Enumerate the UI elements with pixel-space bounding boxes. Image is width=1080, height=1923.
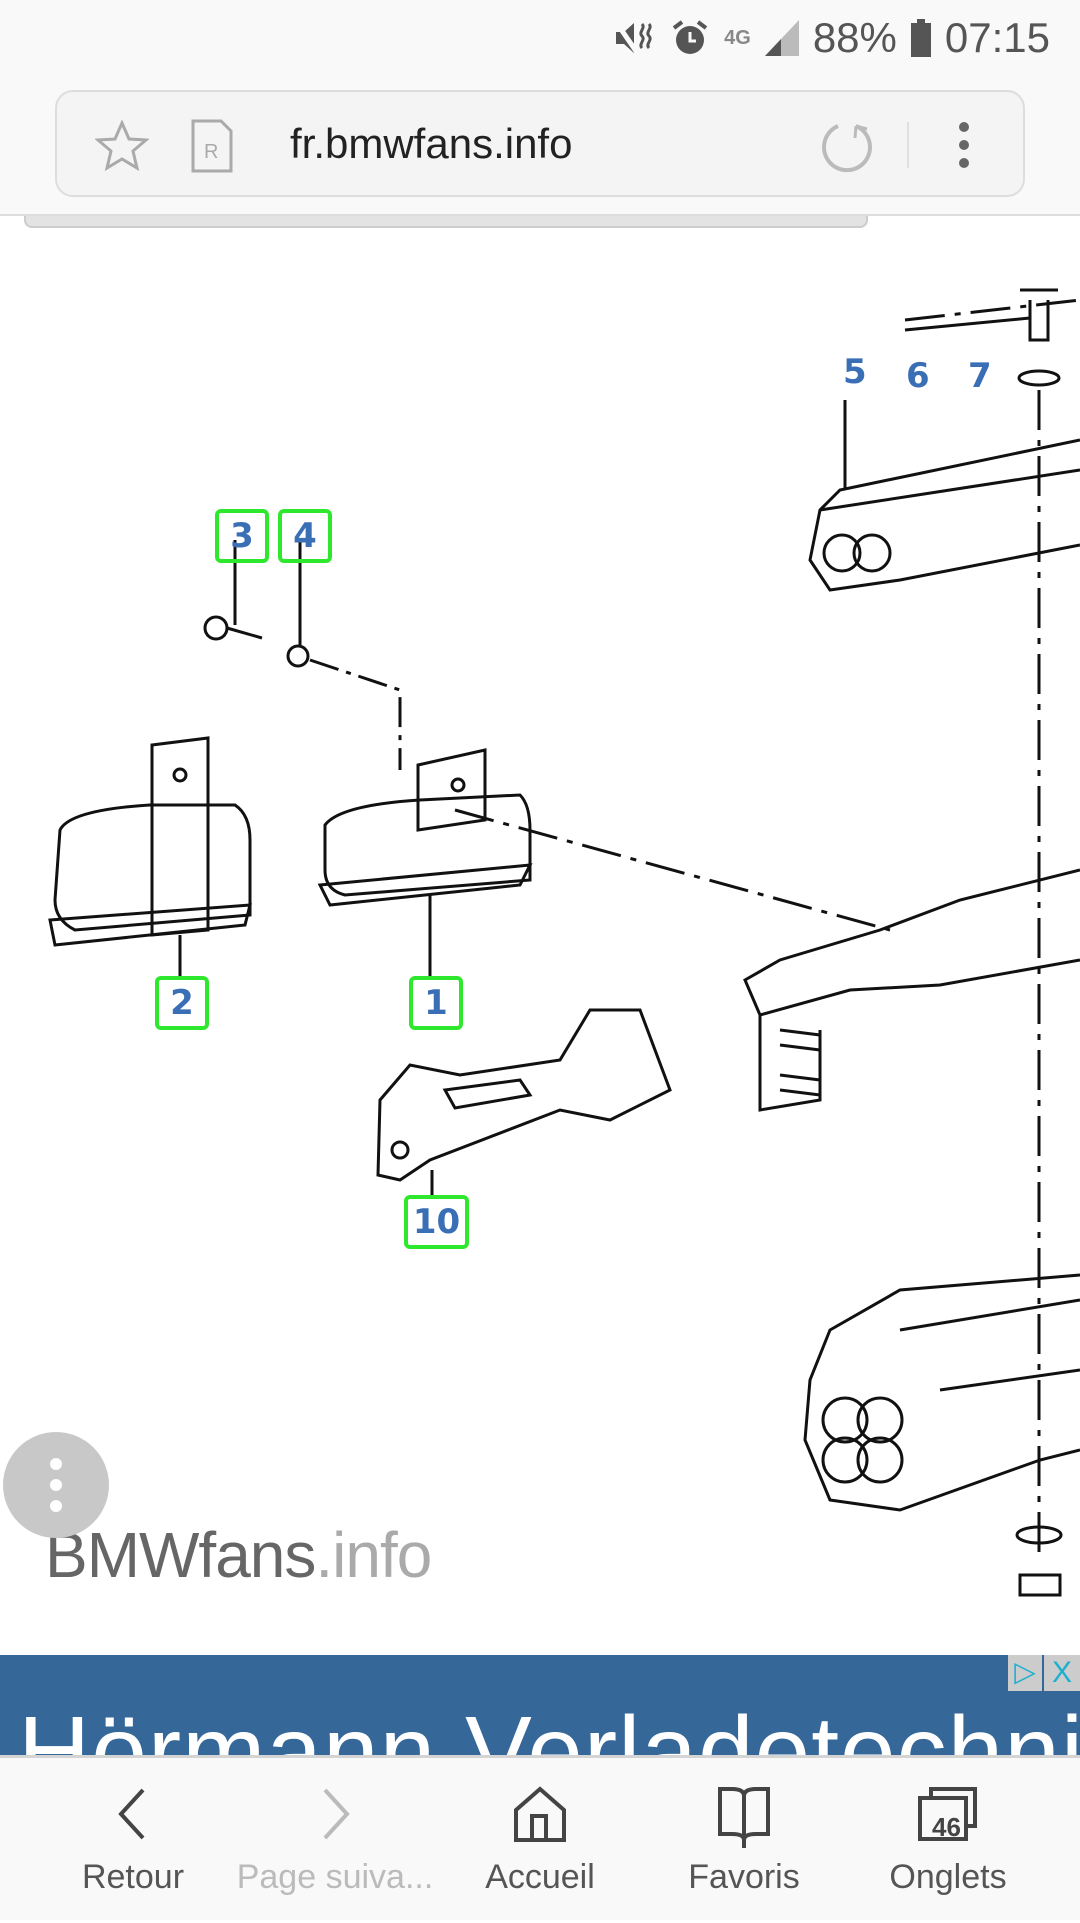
ad-close-button[interactable]: X <box>1044 1655 1080 1691</box>
parts-drawing <box>48 288 1080 1597</box>
more-options-icon[interactable] <box>957 120 971 170</box>
floating-menu-button[interactable] <box>3 1432 109 1538</box>
network-type: 4G <box>724 26 751 49</box>
status-bar: 4G 88% 07:15 <box>0 0 1080 72</box>
ad-choices-icon[interactable]: ▷ <box>1008 1655 1042 1691</box>
back-icon <box>118 1788 145 1840</box>
nav-back-button[interactable]: Retour <box>33 1758 233 1923</box>
forward-icon <box>323 1788 350 1840</box>
part-label-3[interactable]: 3 <box>215 509 269 563</box>
bookmarks-icon <box>718 1787 770 1848</box>
alarm-icon <box>672 20 708 54</box>
part-label-2[interactable]: 2 <box>155 976 209 1030</box>
bmwfans-watermark: BMWfans.info <box>45 1519 432 1591</box>
signal-icon <box>764 20 799 56</box>
parts-diagram: 5 6 7 3 4 2 1 10 BMWfans.info <box>0 230 1080 1655</box>
reader-mode-icon[interactable]: R <box>190 118 234 174</box>
part-label-1[interactable]: 1 <box>409 976 463 1030</box>
reload-icon[interactable] <box>820 120 874 174</box>
divider <box>907 122 909 168</box>
tabs-icon <box>918 1787 977 1841</box>
clock: 07:15 <box>944 14 1050 61</box>
part-label-7: 7 <box>968 356 992 396</box>
home-icon <box>514 1786 566 1842</box>
nav-home-button[interactable]: Accueil <box>440 1758 640 1923</box>
url-text[interactable]: fr.bmwfans.info <box>290 120 573 167</box>
ad-text[interactable]: Hörmann Verladetechnik <box>18 1696 1080 1755</box>
address-bar[interactable]: R fr.bmwfans.info <box>55 90 1025 197</box>
part-label-6: 6 <box>906 356 930 396</box>
bookmark-star-icon[interactable] <box>95 120 149 172</box>
browser-toolbar: R fr.bmwfans.info <box>0 72 1080 216</box>
nav-tabs-button[interactable]: 46 Onglets <box>848 1758 1048 1923</box>
part-label-10[interactable]: 10 <box>404 1195 469 1249</box>
tab-count: 46 <box>932 1812 961 1842</box>
nav-forward-button: Page suiva... <box>235 1758 435 1923</box>
battery-icon <box>910 19 931 57</box>
part-label-4[interactable]: 4 <box>278 509 332 563</box>
part-label-5: 5 <box>843 352 867 392</box>
battery-percent: 88% <box>812 14 897 61</box>
svg-text:R: R <box>204 141 218 163</box>
bottom-nav: Retour Page suiva... Accueil Favoris 46 … <box>0 1755 1080 1920</box>
nav-bookmarks-button[interactable]: Favoris <box>644 1758 844 1923</box>
content-panel-edge <box>24 216 868 228</box>
ad-banner[interactable]: Hörmann Verladetechnik ▷ X <box>0 1655 1080 1755</box>
mute-vibrate-icon <box>614 20 652 56</box>
